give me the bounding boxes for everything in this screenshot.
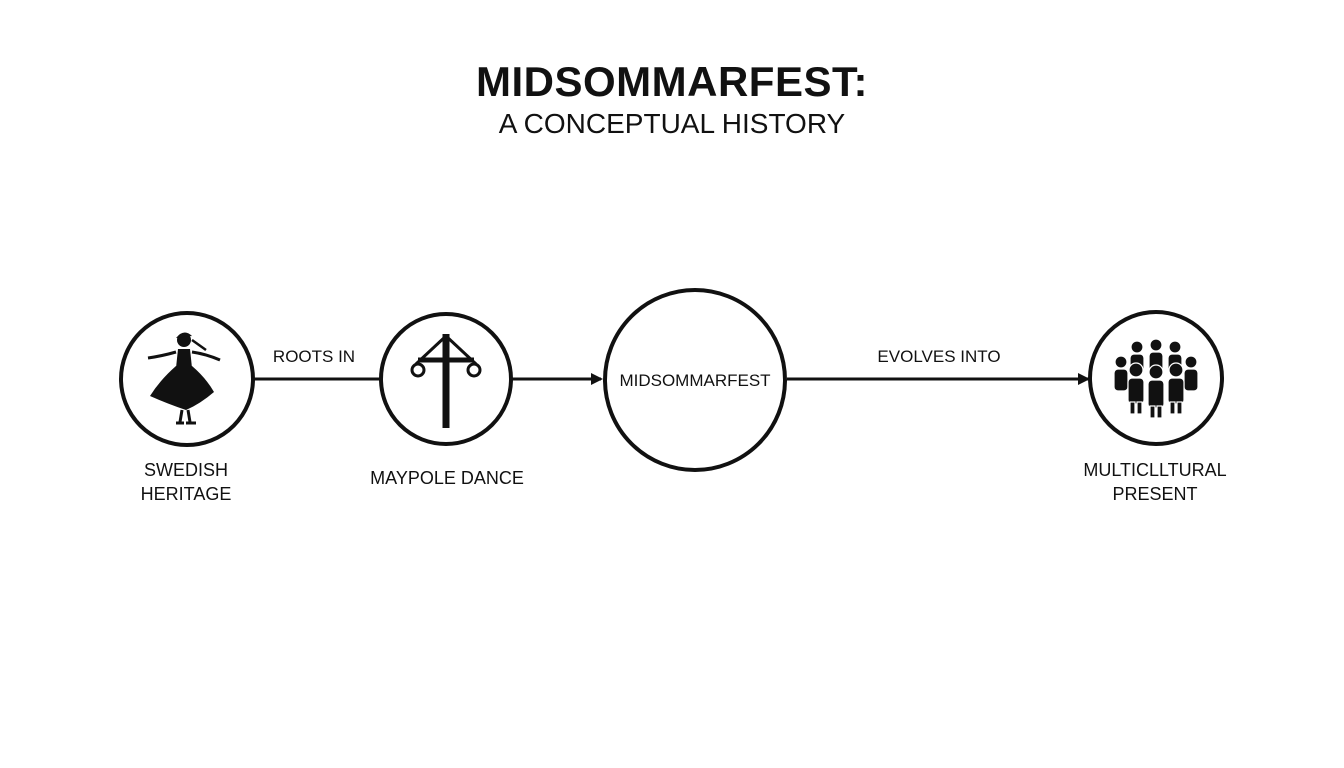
node-label-swedish-heritage: SWEDISH HERITAGE bbox=[140, 460, 232, 504]
edge-label-evolves-into: EVOLVES INTO bbox=[877, 347, 1001, 366]
diagram-subtitle: A CONCEPTUAL HISTORY bbox=[498, 108, 846, 139]
node-midsommarfest bbox=[603, 288, 787, 472]
maypole-icon bbox=[410, 334, 482, 428]
diagram-title: MIDSOMMARFEST: bbox=[476, 58, 868, 105]
folk-dancer-icon bbox=[147, 332, 221, 425]
crowd-icon bbox=[1113, 338, 1199, 419]
node-label-midsommarfest: MIDSOMMARFEST bbox=[619, 371, 771, 390]
node-label-multicultural-present: MULTICLLTURAL PRESENT bbox=[1083, 460, 1227, 504]
edge-label-roots-in: ROOTS IN bbox=[272, 347, 356, 366]
node-label-maypole-dance: MAYPOLE DANCE bbox=[370, 468, 524, 488]
